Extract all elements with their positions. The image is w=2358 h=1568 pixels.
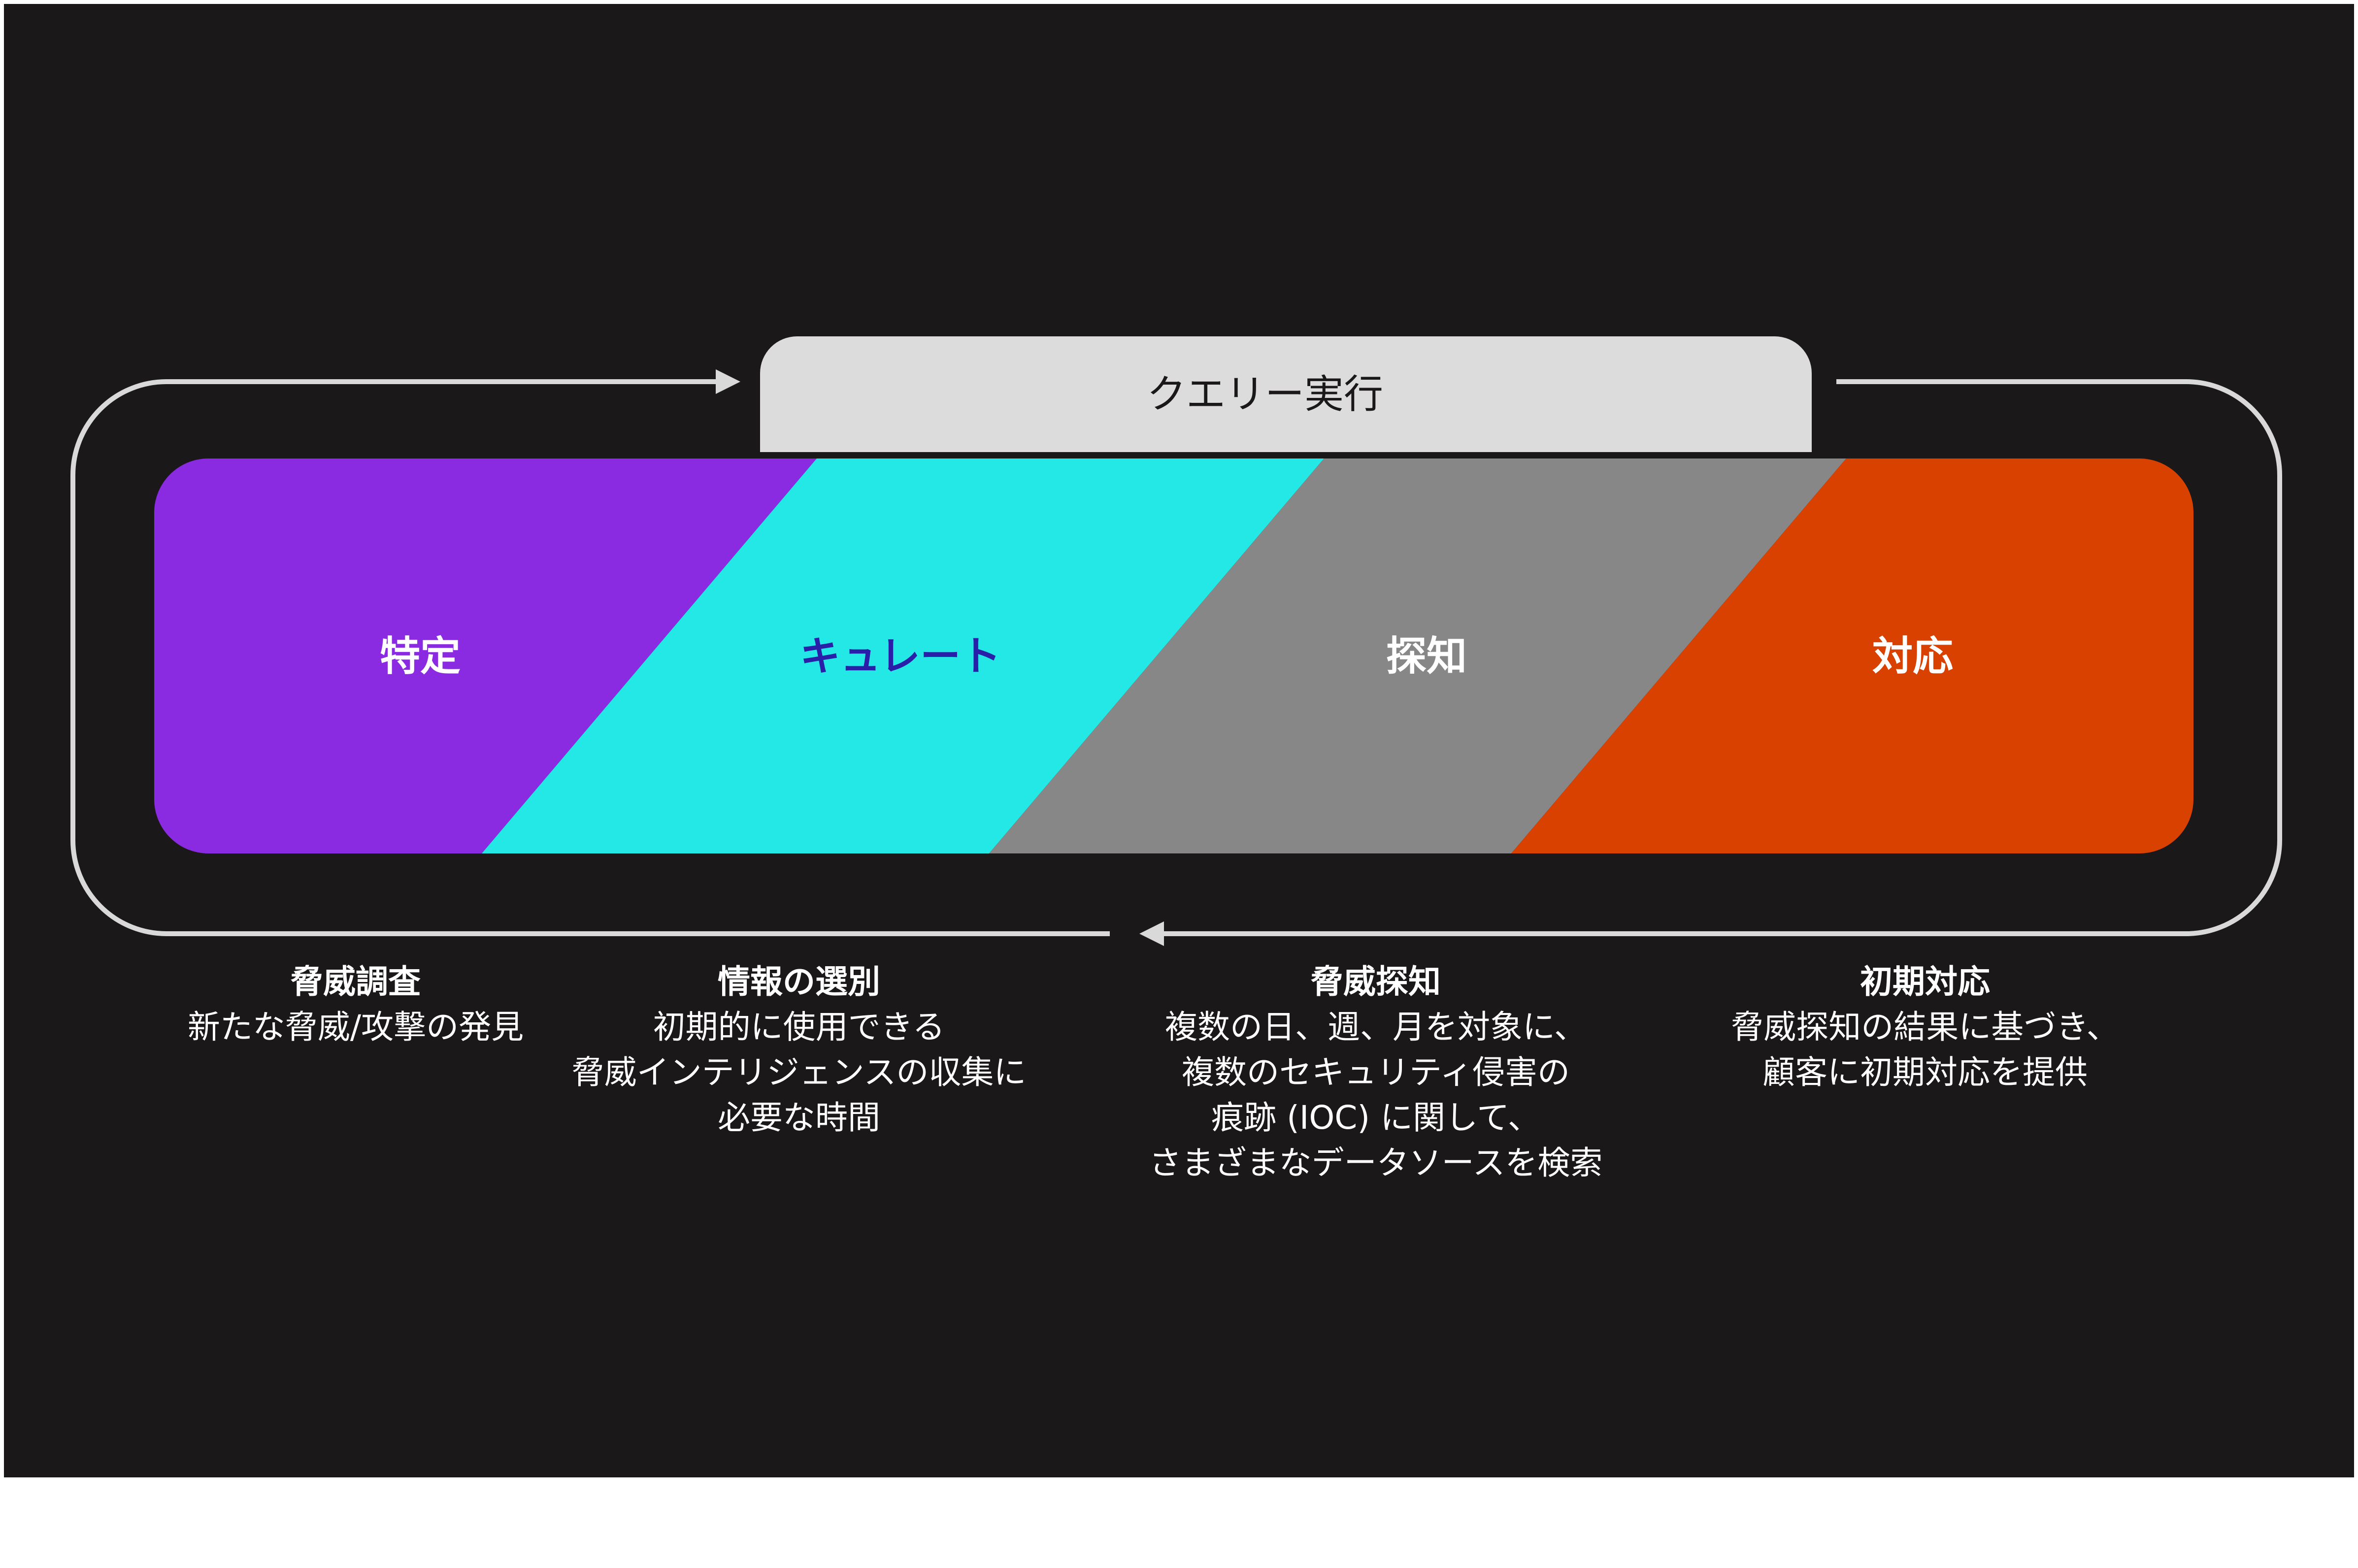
description-line: 新たな脅威/攻撃の発見 [187, 1008, 524, 1046]
description-line: 痕跡 (IOC) に関して、 [1211, 1099, 1540, 1137]
stage-label-respond: 対応 [1872, 633, 1953, 680]
description-line: 初期的に使用できる [653, 1008, 945, 1046]
description-title: 情報の選別 [718, 963, 880, 1001]
description-line: 複数のセキュリティ侵害の [1181, 1053, 1570, 1091]
description-line: 脅威インテリジェンスの収集に [571, 1053, 1027, 1091]
description-intel-selection: 情報の選別 初期的に使用できる 脅威インテリジェンスの収集に 必要な時間 [479, 959, 1119, 1141]
description-title: 脅威調査 [291, 963, 421, 1001]
loop-line-right [1164, 379, 2282, 936]
query-tab [760, 336, 1812, 452]
diagram-canvas: クエリー実行 特定 キュレート 探知 対応 脅威調査 新たな脅威/攻撃の発見 情… [4, 4, 2354, 1477]
description-threat-research: 脅威調査 新たな脅威/攻撃の発見 [35, 959, 676, 1050]
description-line: 必要な時間 [718, 1099, 880, 1137]
stage-segment-curate [482, 458, 1324, 853]
stage-label-identify: 特定 [380, 633, 461, 680]
stage-label-detect: 探知 [1386, 633, 1467, 680]
stage-segment-respond [1511, 458, 2193, 853]
arrowhead-right-icon [716, 369, 740, 394]
description-title: 初期対応 [1860, 963, 1990, 1001]
description-line: 複数の日、週、月を対象に、 [1164, 1008, 1587, 1046]
stage-segment-detect [989, 458, 1846, 853]
description-title: 脅威探知 [1311, 963, 1441, 1001]
stage-label-curate: キュレート [800, 633, 1001, 680]
description-line: 顧客に初期対応を提供 [1762, 1053, 2088, 1091]
query-tab-label: クエリー実行 [1147, 371, 1383, 417]
description-threat-hunting: 脅威探知 複数の日、週、月を対象に、 複数のセキュリティ侵害の 痕跡 (IOC)… [1056, 959, 1696, 1186]
stage-segment-identify [154, 458, 817, 853]
description-initial-response: 初期対応 脅威探知の結果に基づき、 顧客に初期対応を提供 [1605, 959, 2245, 1095]
arrowhead-left-icon [1139, 921, 1164, 946]
description-line: 脅威探知の結果に基づき、 [1731, 1008, 2119, 1046]
description-line: さまざまなデータソースを検索 [1149, 1144, 1603, 1182]
stage-band [154, 458, 2193, 853]
lifecycle-diagram: クエリー実行 特定 キュレート 探知 対応 [70, 336, 2282, 946]
loop-line-top-left [70, 379, 1110, 936]
